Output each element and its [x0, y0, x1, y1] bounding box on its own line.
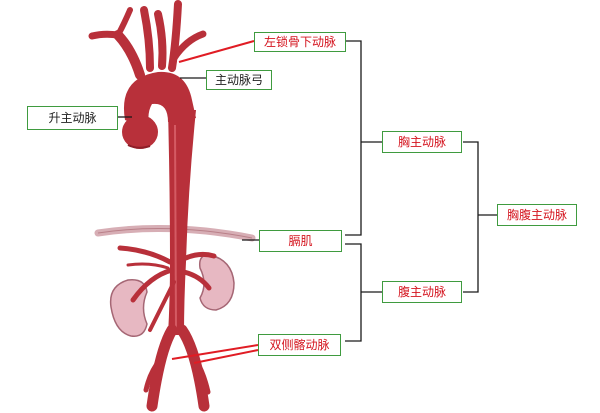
ascending-aorta-root	[122, 115, 158, 149]
label-aortic-arch: 主动脉弓	[206, 70, 272, 90]
label-ascending-aorta: 升主动脉	[27, 106, 118, 130]
right-kidney	[198, 254, 235, 311]
leader-lines	[118, 40, 259, 364]
label-thoracic-aorta: 胸主动脉	[382, 131, 462, 153]
leader-iliac-right	[193, 349, 259, 364]
arch-branch-vessels	[88, 0, 207, 80]
bracket-thoracic	[345, 40, 382, 236]
leader-iliac-left	[171, 344, 259, 360]
label-left-subclavian-artery: 左锁骨下动脉	[254, 32, 346, 52]
bracket-abdominal	[345, 243, 382, 342]
label-diaphragm: 膈肌	[259, 230, 342, 252]
label-abdominal-aorta: 腹主动脉	[382, 281, 462, 303]
leader-left-subclavian	[178, 40, 255, 63]
brackets	[345, 40, 497, 342]
bracket-thoracoabdominal	[463, 141, 497, 293]
abdominal-branches	[117, 245, 217, 332]
label-thoracoabdominal-aorta: 胸腹主动脉	[497, 204, 577, 226]
descending-aorta	[168, 110, 196, 335]
iliac-arteries	[143, 324, 211, 412]
label-bilateral-iliac-arteries: 双侧髂动脉	[258, 334, 341, 356]
